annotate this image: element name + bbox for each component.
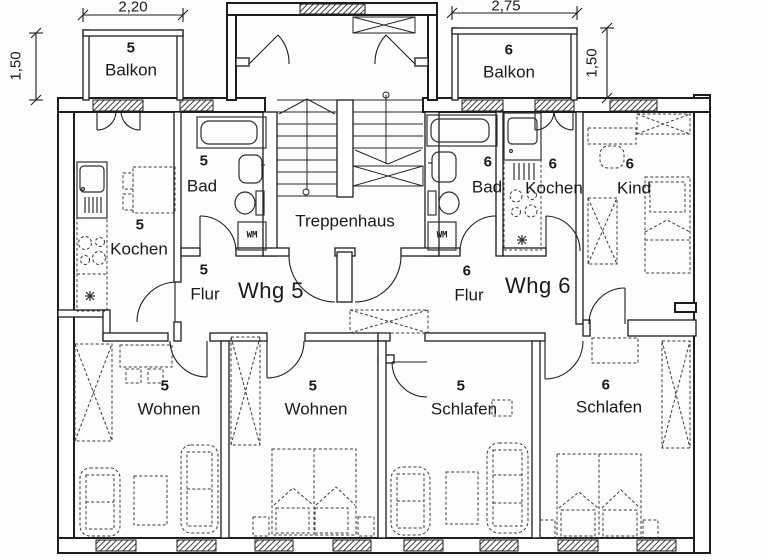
wardrobe-schlafen6-icon (661, 340, 691, 449)
side-table-wohnen-a-icon (133, 475, 168, 526)
entrance-doors-icon (248, 34, 416, 65)
room-bad6-name: Bad (471, 177, 503, 197)
bathtub5-icon (196, 116, 267, 149)
livingroom-b-door-icon (266, 340, 305, 379)
windows (92, 3, 677, 552)
washing-machine5-icon (237, 221, 267, 251)
toilet5-icon (234, 190, 265, 216)
apartment5-entry-door-icon (288, 255, 336, 303)
dimension-2-75 (446, 6, 583, 20)
stairwell-label: Treppenhaus (295, 211, 395, 231)
room-flur6-number: 6 (462, 262, 472, 280)
washing-machine6-label: WM (436, 230, 448, 241)
room-bad5-number: 5 (199, 152, 209, 170)
room-balkon5-name: Balkon (105, 60, 157, 80)
room-kochen6-number: 6 (548, 155, 558, 173)
room-schlafen5-name: Schlafen (430, 399, 498, 419)
room-bad5-name: Bad (186, 176, 218, 196)
kitchen6-door-icon (545, 215, 581, 252)
bathtub6-icon (426, 114, 498, 147)
double-bed-schlafen6-icon (539, 453, 659, 539)
room-wohnen5a-name: Wohnen (137, 399, 201, 419)
room-balkon6-name: Balkon (483, 62, 535, 82)
sofa-wohnen-a-right-icon (180, 444, 219, 534)
bedroom6-door-icon (544, 340, 584, 380)
dimension-2-20 (77, 8, 189, 22)
dresser-schlafen6-icon (591, 337, 639, 364)
wardrobe-wohnen-b-icon (230, 336, 261, 446)
room-flur6-name: Flur (454, 285, 484, 305)
room-kind-number: 6 (625, 155, 635, 173)
toilet6-icon (427, 190, 460, 216)
vestibule-walls (226, 2, 438, 101)
room-balkon5-number: 5 (126, 39, 136, 57)
room-flur5-number: 5 (199, 261, 209, 279)
room-balkon6-number: 6 (504, 41, 514, 59)
dining-table5-icon (122, 166, 176, 214)
room-kochen5-name: Kochen (110, 239, 168, 259)
dimension-1-50-left (29, 27, 43, 106)
dimension-1-50-right (600, 22, 614, 104)
shaft-icon (349, 309, 429, 334)
interior-walls (57, 111, 697, 539)
room-schlafen6-number: 6 (601, 376, 611, 394)
balcony6-walls (451, 27, 578, 101)
sofa-schlafen5-icon (486, 442, 529, 534)
side-table-schlafen5-icon (445, 471, 479, 525)
dim-balcony6-depth: 1,50 (583, 48, 601, 78)
single-bed-icon (644, 176, 691, 274)
dim-balcony6-width: 2,75 (491, 0, 521, 15)
room-flur5-name: Flur (190, 284, 220, 304)
apartment5-label: Whg 5 (237, 278, 305, 303)
room-kochen6-name: Kochen (525, 178, 583, 198)
room-kochen5-number: 5 (135, 216, 145, 234)
room-schlafen5-number: 5 (456, 377, 466, 395)
room-schlafen6-name: Schlafen (575, 397, 643, 417)
sofa-wohnen-a-left-icon (79, 467, 121, 537)
double-bed-wohnen-b-icon (252, 448, 375, 537)
dim-balcony5-width: 2,20 (118, 0, 148, 16)
kitchen5-counter-icon (76, 161, 108, 312)
dim-balcony5-depth: 1,50 (7, 51, 25, 81)
bedroom5-door-icon (391, 361, 428, 398)
apartment6-label: Whg 6 (504, 273, 572, 298)
kitchen5-door-icon (136, 281, 176, 323)
livingroom-a-door-icon (169, 340, 208, 378)
box-schlafen5-icon (491, 399, 513, 417)
room-wohnen5b-number: 5 (308, 377, 318, 395)
room-wohnen5a-number: 5 (160, 377, 170, 395)
room-kind-name: Kind (616, 178, 652, 198)
sink5-icon (238, 154, 265, 184)
wardrobe-wohnen-a-icon (74, 343, 113, 442)
bath6-door-icon (459, 215, 497, 253)
room-wohnen5b-name: Wohnen (284, 399, 348, 419)
washing-machine6-icon (427, 221, 457, 251)
apartment6-entry-door-icon (354, 255, 402, 303)
sink6-icon (428, 151, 457, 183)
bath5-door-icon (199, 215, 237, 253)
room-bad6-number: 6 (483, 153, 493, 171)
washing-machine5-label: WM (246, 230, 258, 241)
kind-door-icon (588, 287, 626, 325)
desk-icon (587, 127, 637, 169)
kitchen6-counter-icon (503, 112, 542, 251)
balcony5-door-icon (96, 111, 141, 131)
table-wohnen-a-icon (119, 344, 173, 384)
wardrobe-kind-top-icon (636, 113, 691, 135)
staircase-icon (277, 16, 424, 198)
armchair-schlafen5-icon (390, 466, 431, 536)
wardrobe-kind-left-icon (587, 197, 618, 265)
